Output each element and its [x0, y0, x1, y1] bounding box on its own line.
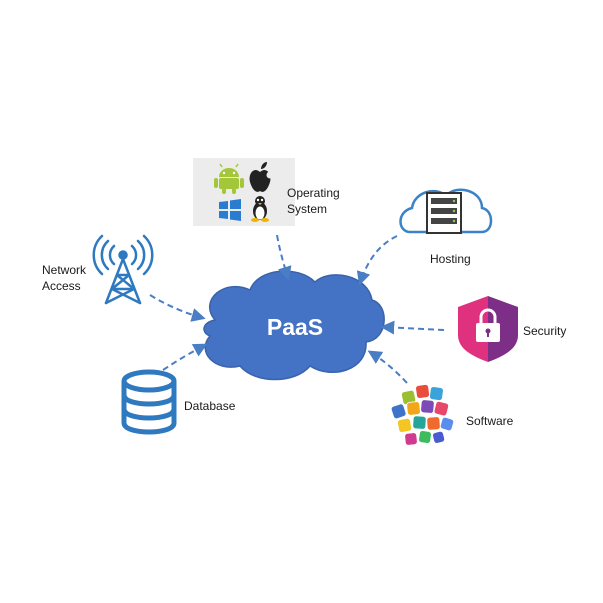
network-access-label: Network Access	[42, 262, 86, 294]
operating-system-label-line1: Operating	[287, 186, 340, 200]
arrow-from-security	[380, 320, 445, 335]
security-label: Security	[523, 324, 567, 338]
radio-tower-icon	[92, 234, 154, 305]
database-label: Database	[184, 399, 236, 413]
software-label: Software	[466, 414, 514, 428]
arrow-from-hosting	[356, 235, 398, 286]
arrow-from-network	[149, 294, 206, 322]
apple-icon	[249, 162, 274, 192]
connector-arrows	[149, 234, 445, 384]
shield-lock-icon	[458, 296, 518, 362]
paas-cloud	[203, 270, 385, 381]
network-access-label-line2: Access	[42, 279, 81, 293]
android-icon	[214, 163, 244, 194]
linux-icon	[251, 196, 269, 222]
arrow-from-os	[276, 234, 292, 281]
hosting-label: Hosting	[430, 252, 471, 266]
network-access-label-line1: Network	[42, 263, 87, 277]
operating-system-label: Operating System	[287, 185, 340, 217]
arrow-from-database	[162, 343, 208, 371]
database-icon	[121, 369, 177, 435]
arrow-from-software	[367, 350, 408, 384]
server-cloud-icon	[399, 188, 493, 234]
apps-cluster-icon	[390, 384, 455, 446]
paas-label: PaaS	[266, 314, 324, 340]
operating-system-panel	[193, 158, 295, 226]
operating-system-label-line2: System	[287, 202, 328, 216]
windows-icon	[219, 199, 241, 221]
